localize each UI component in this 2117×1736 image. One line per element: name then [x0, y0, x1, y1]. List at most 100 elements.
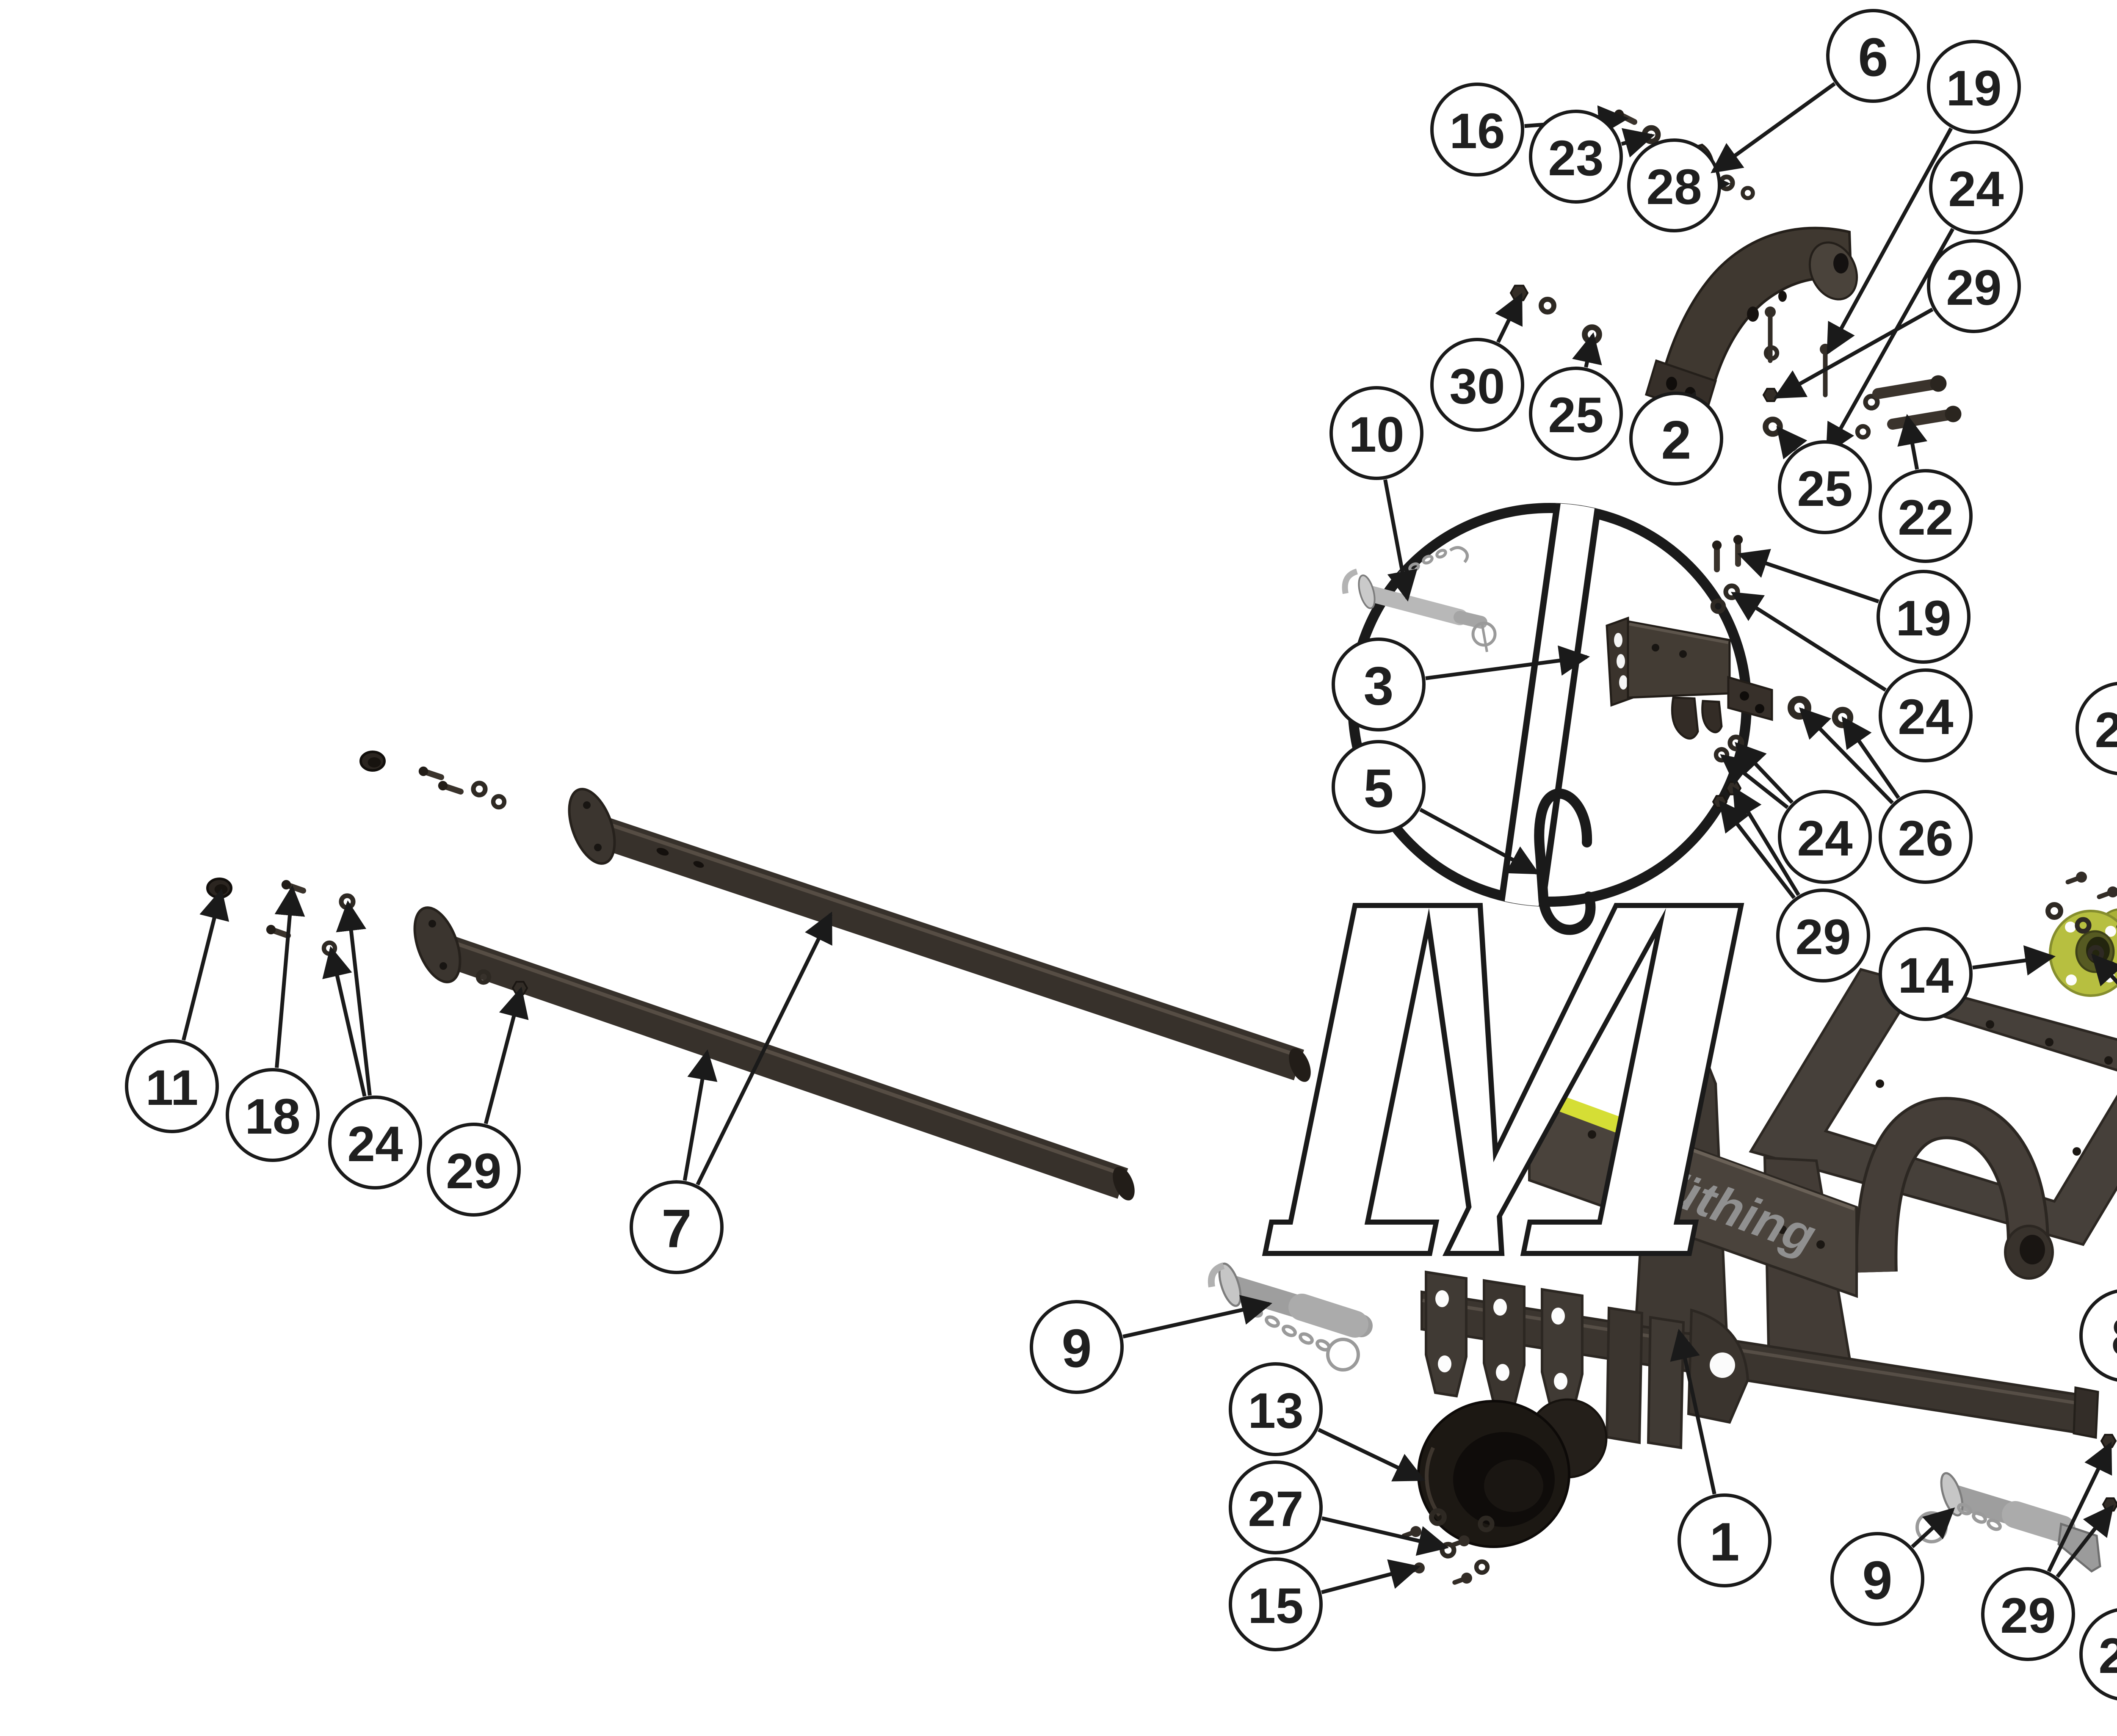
washer [1863, 394, 1880, 411]
callout-9-41[interactable]: 9 [1030, 1295, 1273, 1394]
lynch-pin-left [1208, 1262, 1373, 1372]
callout-29-19[interactable]: 29 [1719, 786, 1870, 983]
callout-number: 27 [1248, 1481, 1303, 1537]
support-tube-lower [413, 906, 1135, 1201]
callout-number: 13 [1248, 1383, 1303, 1439]
leader-line [1321, 1559, 1421, 1594]
leader-line [274, 885, 305, 1068]
callout-22-11[interactable]: 22 [1879, 414, 1973, 563]
callout-number: 15 [1248, 1578, 1303, 1634]
callout-number: 29 [1795, 909, 1851, 965]
callout-circle [1879, 668, 1973, 762]
callout-9-46[interactable]: 9 [1830, 1507, 1955, 1626]
washer [1474, 1559, 1490, 1575]
callout-27-30[interactable]: 27 [2091, 953, 2117, 1091]
callout-number: 2 [1661, 410, 1691, 471]
callout-circle [1830, 1532, 1924, 1626]
callout-6-3[interactable]: 6 [1711, 9, 1920, 174]
callout-number: 29 [446, 1143, 501, 1199]
washer [491, 794, 507, 810]
washer [1429, 1508, 1447, 1526]
washer [475, 969, 492, 985]
leader-line [1827, 127, 1953, 355]
callout-28-2[interactable]: 28 [1627, 138, 1731, 232]
bolt-head [1712, 540, 1722, 550]
callout-number: 28 [2095, 702, 2117, 758]
callout-15-44[interactable]: 15 [1229, 1557, 1421, 1651]
callout-layer: 1623286192429302522522103519242426291723… [125, 9, 2117, 1700]
callout-circle [2079, 1608, 2117, 1700]
leader-line [1776, 426, 1807, 460]
callout-28-24[interactable]: 28 [2076, 682, 2117, 791]
callout-11-36[interactable]: 11 [125, 889, 229, 1133]
callout-13-42[interactable]: 13 [1229, 1362, 1426, 1482]
callout-8-47[interactable]: 8 [2079, 1289, 2117, 1464]
callout-23-1[interactable]: 23 [1529, 110, 1655, 204]
callout-24-5[interactable]: 24 [1826, 141, 2023, 455]
callout-5-14[interactable]: 5 [1332, 740, 1540, 875]
a-frame-bracket [1606, 616, 1773, 740]
callout-19-4[interactable]: 19 [1827, 40, 2021, 355]
callout-24-38[interactable]: 24 [322, 900, 422, 1190]
callout-circle [1879, 927, 1973, 1021]
screw-head [2076, 872, 2087, 883]
callout-10-12[interactable]: 10 [1329, 386, 1423, 602]
callout-7-40[interactable]: 7 [630, 911, 833, 1274]
callout-number: 29 [2000, 1588, 2056, 1644]
leader-line [336, 900, 372, 1096]
callout-circle [1627, 138, 1721, 232]
callout-number: 25 [1548, 387, 1603, 443]
callout-24-16[interactable]: 24 [1730, 592, 1973, 762]
callout-24-17[interactable]: 24 [1720, 742, 1872, 884]
leader-line [1711, 82, 1836, 174]
leader-line [322, 946, 367, 1097]
callout-18-37[interactable]: 18 [226, 885, 320, 1162]
callout-29-6[interactable]: 29 [1773, 239, 2021, 399]
roller-cup [1417, 1398, 1608, 1548]
callout-number: 30 [1449, 359, 1505, 414]
callout-number: 24 [2098, 1628, 2117, 1684]
callout-19-15[interactable]: 19 [1737, 549, 1971, 664]
callout-circle [1529, 367, 1623, 461]
bolt-head [281, 880, 291, 890]
callout-29-49[interactable]: 29 [1981, 1441, 2114, 1661]
leader-line [1719, 800, 1796, 900]
washer [471, 781, 488, 798]
leader-line [1799, 707, 1894, 805]
callout-2-9[interactable]: 2 [1629, 391, 1723, 486]
callout-25-8[interactable]: 25 [1529, 332, 1623, 461]
callout-27-43[interactable]: 27 [1229, 1460, 1449, 1556]
callout-circle [427, 1123, 521, 1217]
leader-line [484, 987, 529, 1124]
callout-3-13[interactable]: 3 [1332, 638, 1590, 731]
callout-1-45[interactable]: 1 [1670, 1328, 1772, 1587]
callout-24-50[interactable]: 24 [2079, 1456, 2117, 1700]
hitch-towers-mid [1605, 1306, 1749, 1449]
main-frame: Müthing [1421, 968, 2117, 1449]
pto-flange-yellow [2049, 908, 2117, 997]
leader-line [1318, 1428, 1426, 1482]
callout-25-10[interactable]: 25 [1776, 426, 1872, 534]
leader-line [1383, 479, 1418, 602]
leader-line [1841, 716, 1900, 799]
callout-number: 9 [1862, 1551, 1892, 1611]
leader-line [1572, 332, 1602, 368]
leader-line [1735, 742, 1794, 804]
leader-line [1122, 1295, 1273, 1339]
callout-number: 11 [146, 1060, 199, 1116]
screw-head [1765, 306, 1776, 317]
washer [1539, 297, 1556, 315]
leader-line [1670, 1328, 1716, 1495]
screw-head [1459, 1535, 1470, 1546]
callout-26-18[interactable]: 26 [1799, 707, 1973, 884]
screw-head [1410, 1526, 1421, 1537]
callout-29-39[interactable]: 29 [427, 987, 529, 1217]
washer [1855, 424, 1871, 440]
watermark-letter-m [1262, 903, 1744, 1256]
callout-30-7[interactable]: 30 [1430, 293, 1524, 432]
callout-circle [1430, 338, 1524, 432]
leader-line [1737, 549, 1879, 604]
callout-14-28[interactable]: 14 [1879, 927, 2056, 1021]
clevis-pin-head [1930, 375, 1947, 392]
callout-number: 25 [1797, 461, 1852, 517]
